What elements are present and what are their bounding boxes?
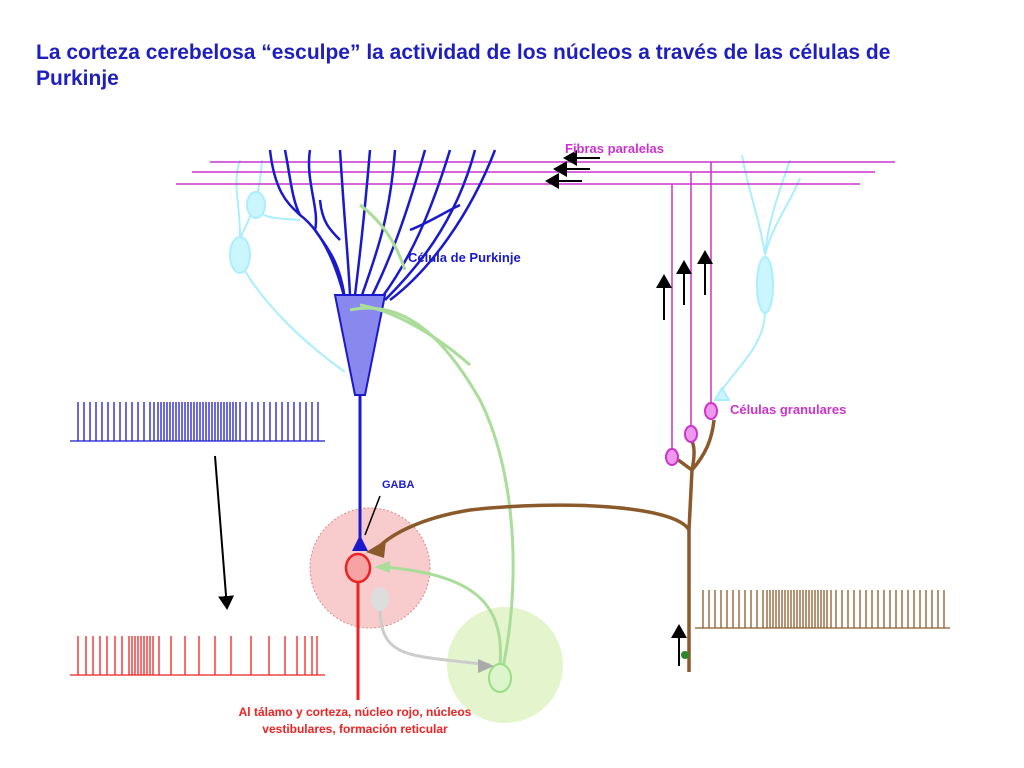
olive-neuron xyxy=(488,663,512,693)
mossy-fiber-origin-dot xyxy=(681,651,689,659)
purkinje-dendrites xyxy=(268,149,497,301)
faded-basket-cell xyxy=(713,154,801,401)
purkinje-soma xyxy=(333,294,387,396)
nucleus-spike-train xyxy=(70,636,325,676)
purkinje-terminal xyxy=(352,535,368,551)
interneuron-axon xyxy=(378,610,491,667)
mossy-fiber-terminal xyxy=(366,540,386,558)
climbing-fiber-terminal xyxy=(374,561,390,573)
interneuron-terminal xyxy=(478,659,494,673)
arrow-up-icon xyxy=(656,250,713,666)
output-target-label-line1: Al tálamo y corteza, núcleo rojo, núcleo… xyxy=(239,705,472,719)
granule-cells-label: Células granulares xyxy=(730,402,846,417)
slide-title: La corteza cerebelosa “esculpe” la activ… xyxy=(36,41,891,90)
purkinje-cell-label: Célula de Purkinje xyxy=(408,250,521,265)
gaba-label: GABA xyxy=(382,479,414,491)
gaba-pointer xyxy=(364,495,381,536)
nucleus-output-neuron xyxy=(344,552,372,584)
granule-cells xyxy=(665,402,718,466)
output-target-label-line2: vestibulares, formación reticular xyxy=(262,722,448,736)
mossy-fiber xyxy=(376,419,716,672)
purkinje-spike-train xyxy=(70,402,325,442)
mossy-spike-train xyxy=(695,590,950,629)
parallel-fibers xyxy=(176,161,895,450)
nucleus-interneuron xyxy=(371,587,389,611)
parallel-fibers-label: Fibras paralelas xyxy=(565,141,664,156)
arrow-left-icon xyxy=(545,150,600,189)
arrow-down-icon xyxy=(214,455,235,610)
climbing-fiber xyxy=(349,203,515,681)
faded-stellate-cell xyxy=(229,159,346,373)
